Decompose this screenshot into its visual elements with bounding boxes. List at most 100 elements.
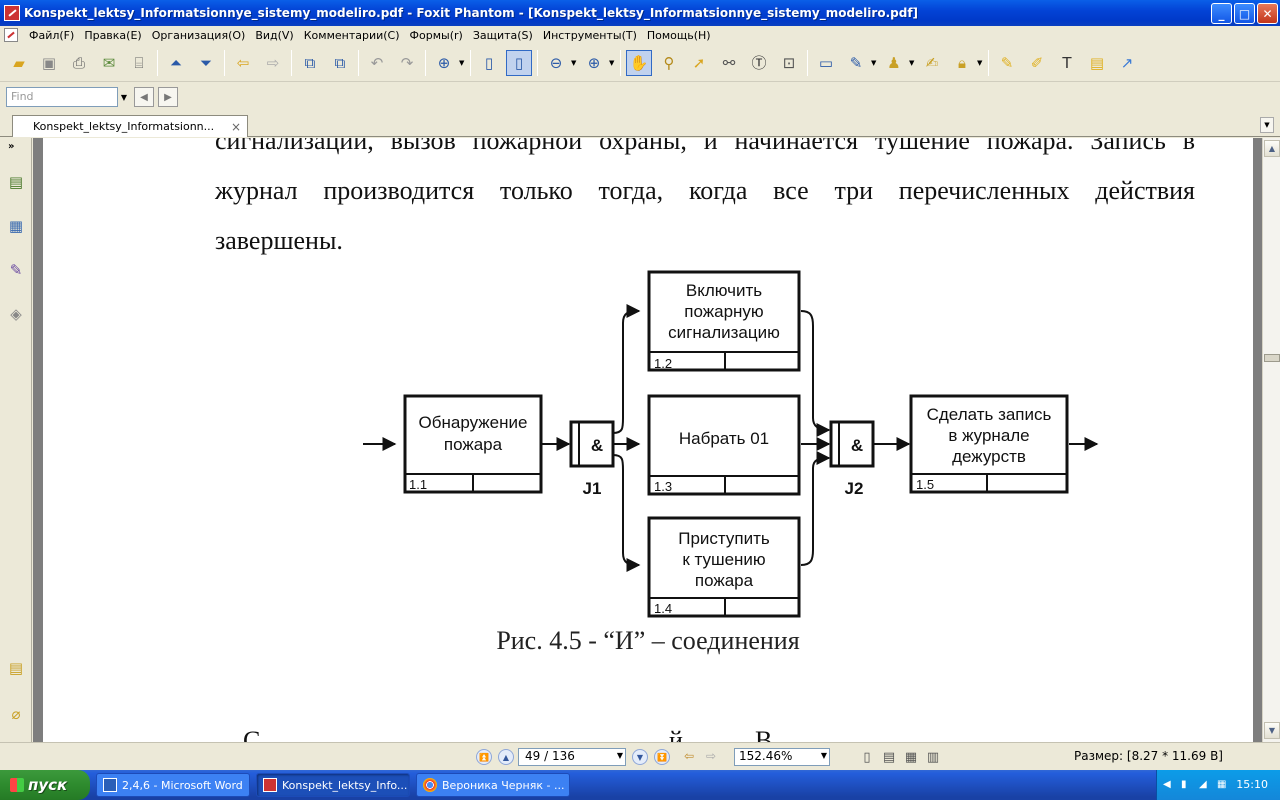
- first-page-icon[interactable]: ⏫: [476, 749, 492, 765]
- menu-view[interactable]: Вид(V): [255, 28, 294, 42]
- taskbar-item-foxit[interactable]: Konspekt_lektsy_Info...: [256, 773, 410, 797]
- chevron-down-icon[interactable]: ▼: [977, 58, 983, 67]
- email-icon[interactable]: ✉: [102, 53, 116, 72]
- tab-document[interactable]: Konspekt_lektsy_Informatsionn... ×: [12, 115, 248, 137]
- scroll-thumb[interactable]: [1264, 354, 1280, 362]
- lock-icon[interactable]: 🔒︎: [958, 53, 966, 72]
- print-icon[interactable]: ⎙: [72, 53, 85, 72]
- tab-list-chevron-icon[interactable]: ▼: [1260, 117, 1274, 133]
- continuous-facing-view-icon[interactable]: ▥: [926, 749, 940, 765]
- typewriter-icon[interactable]: ✐: [1030, 53, 1044, 72]
- document-menu-icon[interactable]: [4, 28, 18, 42]
- volume-icon[interactable]: ◢: [1199, 779, 1207, 790]
- previous-page-status-icon[interactable]: ▲: [498, 749, 514, 765]
- stamp-icon[interactable]: ♟: [887, 53, 901, 72]
- maximize-button[interactable]: □: [1234, 3, 1255, 24]
- document-viewport[interactable]: сигнализации, вызов пожарной охраны, и н…: [33, 138, 1262, 742]
- chevron-down-icon[interactable]: ▼: [609, 58, 615, 67]
- select-arrow-icon[interactable]: ➚: [692, 53, 706, 72]
- back-status-icon[interactable]: ⇦: [684, 749, 695, 763]
- arrow-icon[interactable]: ↗: [1120, 53, 1134, 72]
- form-field-icon[interactable]: ▭: [818, 53, 834, 72]
- signatures-panel-icon[interactable]: ✎: [9, 261, 23, 279]
- start-button[interactable]: пуск: [0, 770, 90, 800]
- find-input[interactable]: Find: [6, 87, 118, 107]
- forward-icon[interactable]: ⇨: [266, 53, 280, 72]
- taskbar-item-word[interactable]: 2,4,6 - Microsoft Word: [96, 773, 250, 797]
- vertical-scrollbar[interactable]: ▲ ▼: [1262, 138, 1280, 742]
- fit-width-icon[interactable]: ▯: [506, 49, 532, 76]
- redo-icon[interactable]: ↷: [400, 53, 414, 72]
- block-detect-line-2: пожара: [444, 435, 503, 454]
- facing-view-icon[interactable]: ▦: [904, 749, 918, 765]
- pages-panel-icon[interactable]: ▤: [8, 173, 24, 191]
- attachments-panel-icon[interactable]: ⌀: [11, 705, 21, 723]
- bookmarks-panel-icon[interactable]: ▦: [8, 217, 24, 235]
- zoom-out-icon[interactable]: ⊖: [549, 53, 563, 72]
- comments-panel-icon[interactable]: ▤: [8, 659, 24, 677]
- zoom-in-icon[interactable]: ⊕: [587, 53, 601, 72]
- network-icon[interactable]: ▮: [1181, 779, 1187, 790]
- insert-pages-icon[interactable]: ⧉: [334, 53, 346, 72]
- loupe-icon[interactable]: ⚲: [663, 53, 675, 72]
- chevron-down-icon[interactable]: ▼: [571, 58, 577, 67]
- scroll-down-icon[interactable]: ▼: [1264, 722, 1280, 739]
- edit-document-icon[interactable]: ✎: [849, 53, 863, 72]
- fit-page-icon[interactable]: ▯: [484, 53, 494, 72]
- highlight-icon[interactable]: ✎: [1000, 53, 1014, 72]
- next-page-status-icon[interactable]: ▼: [632, 749, 648, 765]
- scroll-up-icon[interactable]: ▲: [1264, 140, 1280, 157]
- menu-forms[interactable]: Формы(r): [409, 28, 463, 42]
- scan-icon[interactable]: ⌸: [134, 53, 144, 72]
- menu-edit[interactable]: Правка(E): [84, 28, 142, 42]
- save-icon[interactable]: ▣: [41, 53, 57, 72]
- chevron-down-icon[interactable]: ▼: [616, 751, 623, 760]
- continuous-view-icon[interactable]: ▤: [882, 749, 896, 765]
- chevron-down-icon[interactable]: ▼: [871, 58, 877, 67]
- menu-comments[interactable]: Комментарии(C): [303, 28, 400, 42]
- tab-close-icon[interactable]: ×: [230, 120, 241, 134]
- chevron-down-icon[interactable]: ▼: [459, 58, 465, 67]
- taskbar-item-chrome[interactable]: Вероника Черняк - ...: [416, 773, 570, 797]
- note-icon[interactable]: ▤: [1089, 53, 1105, 72]
- undo-icon[interactable]: ↶: [370, 53, 384, 72]
- figure-caption: Рис. 4.5 - “И” – соединения: [496, 626, 800, 655]
- menu-help[interactable]: Помощь(H): [646, 28, 711, 42]
- sign-icon[interactable]: ✍: [925, 53, 939, 72]
- snapshot-icon[interactable]: ⊡: [782, 53, 796, 72]
- close-button[interactable]: ✕: [1257, 3, 1278, 24]
- select-text-icon[interactable]: Ⓣ: [751, 54, 767, 72]
- forward-status-icon[interactable]: ⇨: [706, 749, 717, 763]
- menu-tools[interactable]: Инструменты(T): [542, 28, 637, 42]
- textbox-icon[interactable]: T: [1062, 53, 1072, 72]
- foxit-app-icon[interactable]: [4, 5, 20, 21]
- language-flag-icon[interactable]: ▦: [1217, 779, 1227, 790]
- hand-tool-icon[interactable]: ✋: [626, 49, 652, 76]
- title-bar: Konspekt_lektsy_Informatsionnye_sistemy_…: [0, 0, 1280, 26]
- block-extinguish-line-2: к тушению: [682, 550, 766, 569]
- chevron-down-icon[interactable]: ▼: [909, 58, 915, 67]
- find-previous-icon[interactable]: ◀: [134, 87, 154, 107]
- tray-arrow-icon[interactable]: ◀: [1163, 779, 1171, 790]
- last-page-icon[interactable]: ⏬: [654, 749, 670, 765]
- zoom-in-tool-icon[interactable]: ⊕: [437, 53, 451, 72]
- menu-organize[interactable]: Организация(O): [151, 28, 246, 42]
- back-icon[interactable]: ⇦: [236, 53, 250, 72]
- binoculars-icon[interactable]: ⚯: [722, 53, 736, 72]
- page-number-field[interactable]: 49 / 136 ▼: [518, 748, 626, 766]
- chevron-down-icon[interactable]: ▼: [120, 92, 128, 102]
- minimize-button[interactable]: _: [1211, 3, 1232, 24]
- single-page-view-icon[interactable]: ▯: [863, 749, 871, 765]
- zoom-field[interactable]: 152.46% ▼: [734, 748, 830, 766]
- chevron-down-icon[interactable]: ▼: [820, 751, 827, 760]
- menu-file[interactable]: Файл(F): [29, 28, 75, 42]
- expand-panel-icon[interactable]: »: [8, 141, 15, 152]
- layers-panel-icon[interactable]: ◈: [10, 305, 22, 323]
- menu-protect[interactable]: Защита(S): [472, 28, 533, 42]
- find-next-icon[interactable]: ▶: [158, 87, 178, 107]
- previous-page-icon[interactable]: ⏶: [169, 53, 182, 72]
- next-page-icon[interactable]: ⏷: [199, 53, 212, 72]
- block-extinguish-number: 1.4: [654, 601, 672, 616]
- open-folder-icon[interactable]: ▰: [13, 53, 25, 72]
- extract-pages-icon[interactable]: ⧉: [304, 53, 316, 72]
